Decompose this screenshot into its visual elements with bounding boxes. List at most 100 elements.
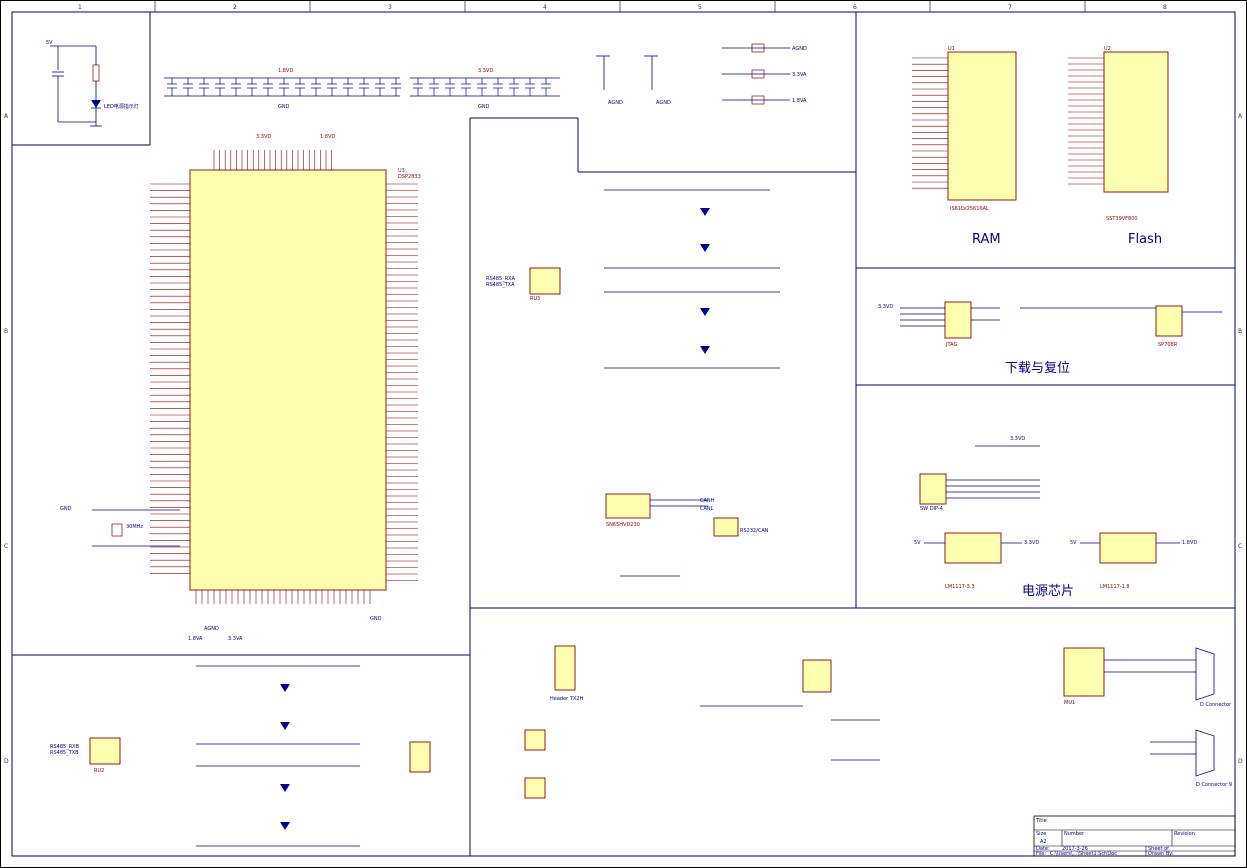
dsp-part: DSP2833 [398, 174, 421, 180]
decoupling-rail-1: 1.8VD GND [164, 68, 400, 110]
zone-col-4: 4 [543, 4, 547, 11]
title-block: Title Size A2 Number Revision Date: 2017… [1033, 815, 1236, 857]
file-value: C:\Users\...\Sheet1.SchDoc [1050, 851, 1117, 857]
zone-row-a: A [4, 113, 9, 120]
rs485b-tx: RS485_TXB [50, 750, 79, 756]
dsp-left-pins [150, 183, 190, 574]
led-label: LED电源指示灯 [104, 103, 139, 110]
dsp-bottom-33va: 3.3VA [228, 636, 243, 642]
zone-row-c-right: C [1238, 543, 1242, 550]
revision-label: Revision [1174, 831, 1195, 837]
dip-switch-block: SW DIP-4 3.3VD [919, 436, 1040, 512]
ram-title: RAM [972, 232, 1001, 247]
zone-row-d-right: D [1238, 758, 1243, 765]
can-conn: RS232/CAN [740, 528, 769, 534]
filter-agnd: AGND [792, 46, 807, 52]
can-l: CANL [700, 506, 714, 512]
zone-col-1: 1 [78, 4, 82, 11]
zone-col-8: 8 [1163, 4, 1167, 11]
sheet-label: Sheet of [1148, 846, 1169, 852]
ram-chip: U1 IS61LV25616AL RAM [912, 46, 1017, 247]
flash-part: SST39VF800 [1106, 216, 1138, 222]
flash-title: Flash [1128, 232, 1162, 247]
jtag-ref: JTAG [945, 342, 957, 348]
can-part: SN65HVD230 [606, 522, 640, 528]
jtag-reset-block: JTAG SP708R 3.3VD 下载与复位 [878, 301, 1222, 376]
reg2-part: LM1117-1.8 [1100, 584, 1130, 590]
filter-18va: 1.8VA [792, 98, 807, 104]
rs232-ref: MU1 [1064, 700, 1075, 706]
dsp-top-pins [213, 150, 332, 170]
zone-row-b-right: B [1238, 328, 1242, 335]
flash-pins [1068, 57, 1104, 185]
rs485a-rx: RS485_RXA [486, 276, 516, 282]
reg1-part: LM1117-3.3 [945, 584, 975, 590]
inner-frame [11, 11, 1236, 857]
zone-col-7: 7 [1008, 4, 1012, 11]
reg2-out: 1.8VD [1182, 540, 1197, 546]
zone-row-a-right: A [1238, 113, 1243, 120]
rail2-vcc: 3.3VD [478, 68, 493, 74]
dsp-bottom-agnd: AGND [204, 626, 219, 632]
ram-part: IS61LV25616AL [950, 206, 989, 212]
dsp-top-vcc2: 1.8VD [320, 134, 335, 140]
flash-chip: U2 SST39VF800 Flash [1068, 46, 1169, 247]
dip-part: SW DIP-4 [920, 506, 943, 512]
crystal-freq: 30MHz [126, 524, 143, 530]
rs232-conn1: D Connector [1200, 702, 1232, 708]
rs485a-tx: RS485_TXA [486, 282, 515, 288]
analog-filter-a [604, 189, 780, 369]
led-vcc-label: 5V [46, 40, 53, 46]
zone-row-d: D [4, 758, 9, 765]
rail1-gnd: GND [278, 104, 290, 110]
zone-col-3: 3 [388, 4, 392, 11]
flash-ref: U2 [1104, 46, 1111, 52]
rs232-block: MU1 D Connector D Connector 9 [1063, 647, 1232, 788]
zone-row-c: C [4, 543, 8, 550]
header-part: Header 7X2H [550, 696, 584, 702]
rs485a-ref: RU3 [530, 296, 540, 302]
dsp-bottom-18va: 1.8VA [188, 636, 203, 642]
number-label: Number [1064, 831, 1085, 837]
dip-vcc: 3.3VD [1010, 436, 1025, 442]
rail2-gnd: GND [478, 104, 490, 110]
power-title: 电源芯片 [1022, 584, 1074, 599]
zone-col-2: 2 [233, 4, 237, 11]
zone-rows-left: A B C D A B C D [4, 113, 1243, 765]
zone-row-b: B [4, 328, 8, 335]
can-h: CANH [700, 498, 715, 504]
reg1-out: 3.3VD [1024, 540, 1039, 546]
size-label: Size [1036, 831, 1046, 837]
dsp-chip: U3 DSP2833 3.3VD 1.8VD GND 1.8VA AGND 3.… [150, 134, 421, 642]
rs485b-rx: RS485_RXB [50, 744, 80, 750]
can-block: SN65HVD230 CANH CANL RS232/CAN [605, 493, 769, 577]
rs485-b: RS485_RXB RS485_TXB RU2 [50, 737, 121, 774]
date-label: Date: [1036, 846, 1050, 852]
dsp-top-vcc: 3.3VD [256, 134, 271, 140]
decoupling-rail-2: 3.3VD GND [410, 68, 560, 110]
header-block: Header 7X2H [524, 645, 880, 799]
jtag-vcc: 3.3VD [878, 304, 893, 310]
filter-33va: 3.3VA [792, 72, 807, 78]
dsp-right-pins [386, 183, 418, 581]
reg2-in: 5V [1070, 540, 1077, 546]
crystal-circuit: 30MHz GND [60, 506, 180, 547]
title-label: Title [1035, 818, 1047, 824]
dsp-bottom-gnd: GND [370, 616, 382, 622]
power-block: 5V 3.3VD 5V 1.8VD LM1117-3.3 LM1117-1.8 … [914, 532, 1197, 599]
rs485-a: RS485_RXA RS485_TXA RU3 [486, 267, 561, 302]
rs232-conn2: D Connector 9 [1196, 782, 1232, 788]
dsp-ref: U3 [398, 168, 405, 174]
dsp-bottom-pins [195, 590, 371, 604]
analog-filter-b [196, 665, 431, 847]
rail1-vcc: 1.8VD [278, 68, 293, 74]
crystal-gnd: GND [60, 506, 72, 512]
reset-chip: SP708R [1158, 342, 1178, 348]
zone-col-6: 6 [853, 4, 857, 11]
zone-columns-top: 1 2 3 4 5 6 7 8 [78, 0, 1167, 12]
section-dividers [12, 12, 1235, 856]
ram-pins [912, 57, 948, 189]
filter-gnd-2: AGND [656, 100, 671, 106]
